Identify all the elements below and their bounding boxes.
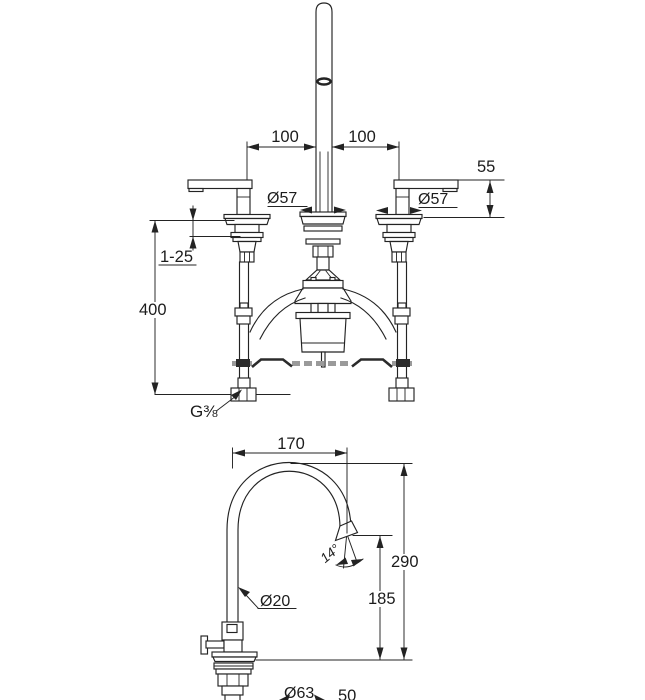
center-escutcheon [299,211,347,218]
thread-size-label: G⅜ [190,402,218,421]
dim-base-dia-label: Ø63 [284,685,314,700]
right-g38-fitting [388,387,415,402]
waste-body [299,317,347,353]
spout-tube [315,2,333,213]
dim-handle-height-label: 55 [477,158,495,176]
dim-center-escutcheon-dia-label: Ø57 [267,190,297,207]
spout-outlet-tip [334,520,359,542]
left-escutcheon [223,213,271,220]
center-hex-nut [312,245,334,258]
dim-outlet-height-label: 185 [368,590,396,608]
top-view-dimensions: 100 100 55 Ø57 Ø57 1-25 400 [138,128,505,421]
right-handle-lever [393,179,459,190]
dim-spout-dia-label: Ø20 [260,593,290,610]
waste-skirt [294,287,352,305]
dim-base-width-label: 50 [338,687,356,700]
right-valve [375,179,459,402]
left-handle-lever [187,179,253,190]
dim-outlet-angle-label: 14° [317,541,343,566]
dim-total-height-label: 290 [391,553,419,571]
gooseneck-spout [226,461,359,625]
dim-spacing-right-label: 100 [348,128,376,146]
spout-inner-curve [237,470,341,625]
top-view-drawing [187,2,459,402]
dim-mounting-range-label: 1-25 [160,248,193,266]
dim-side-escutcheon-dia-label: Ø57 [418,191,448,208]
spout-joint-ring [316,77,332,86]
left-handle-stem [236,187,251,216]
center-body [294,211,352,368]
spout-outer-curve [226,461,352,625]
side-lever-bar [205,640,225,649]
left-valve [187,179,271,402]
right-escutcheon [375,213,423,220]
side-view-body [200,621,258,700]
dim-spacing-left-label: 100 [271,128,299,146]
right-handle-stem [395,187,410,216]
connecting-arms [249,288,397,340]
side-view-drawing [200,461,359,700]
spout-column [315,2,333,213]
dim-hose-length-label: 400 [139,301,167,319]
dim-spout-reach-label: 170 [277,435,305,453]
base-escutcheon [211,651,258,658]
